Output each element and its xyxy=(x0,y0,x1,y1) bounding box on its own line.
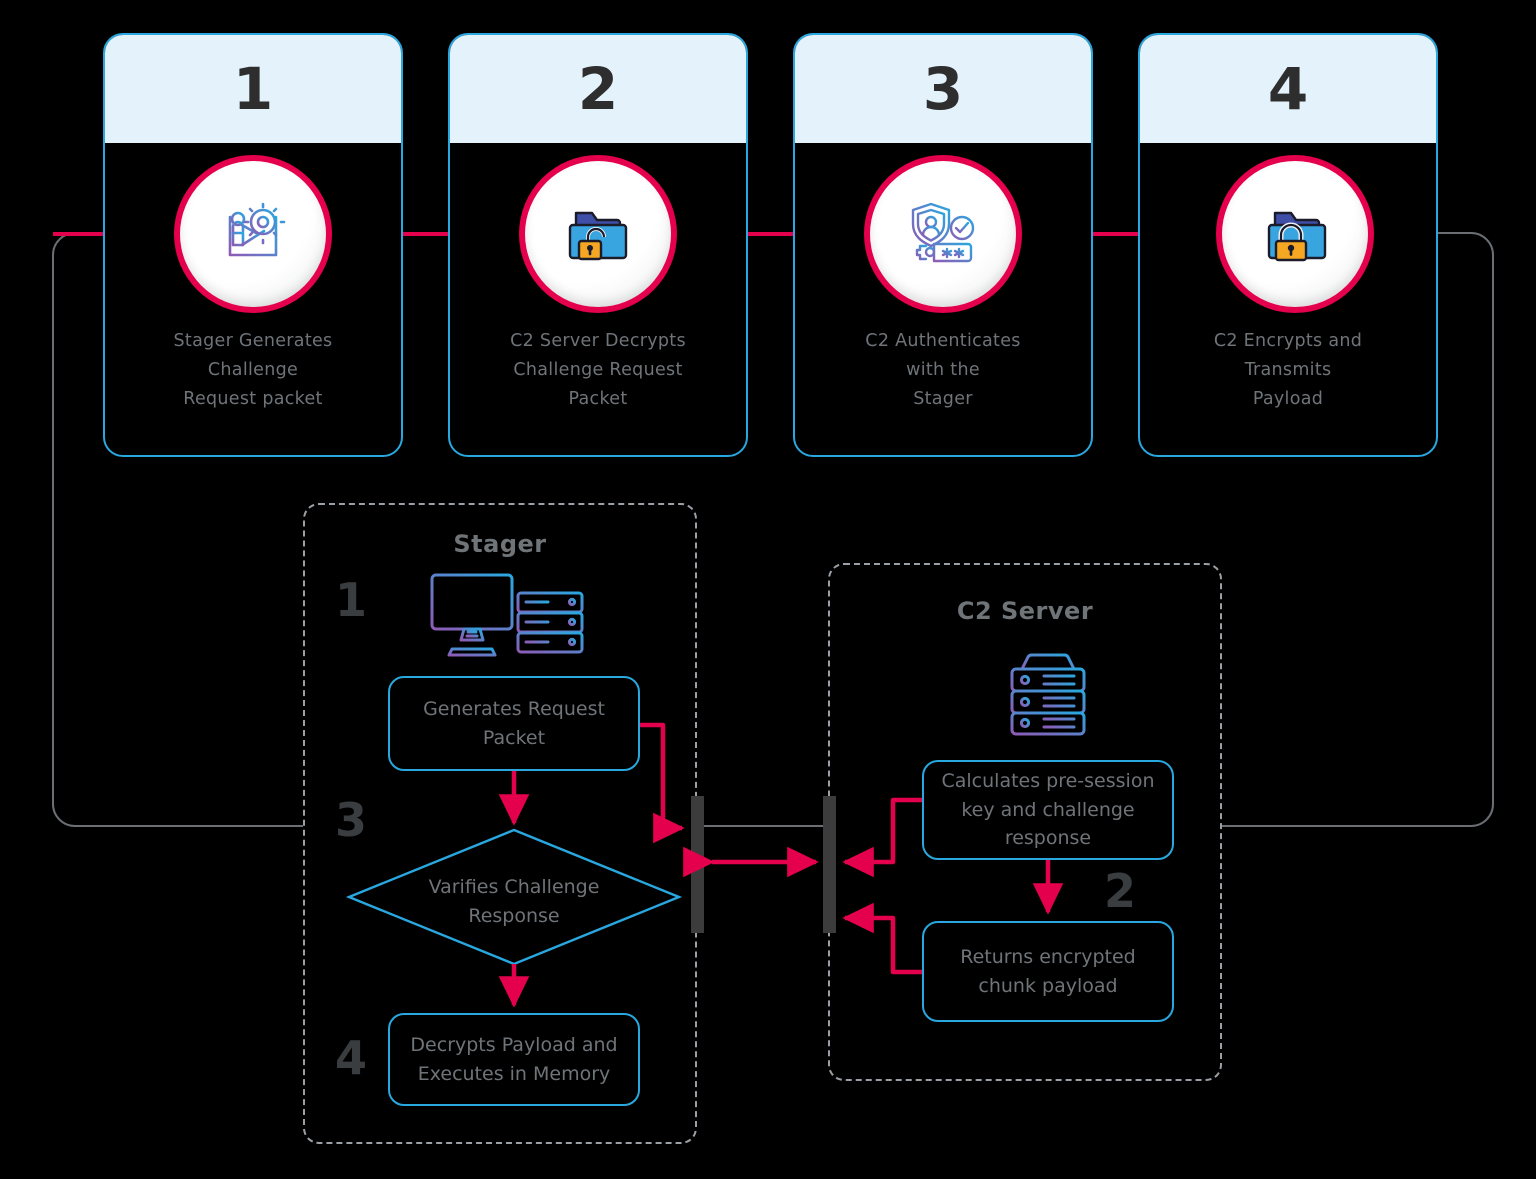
step-medallion-1 xyxy=(174,155,332,313)
step-card-3-number: 3 xyxy=(922,55,964,123)
folder-locked-icon xyxy=(1222,161,1368,307)
network-boundary-bar-left xyxy=(691,796,704,933)
stager-step-number-4: 4 xyxy=(335,1031,368,1085)
step-card-1-number: 1 xyxy=(232,55,274,123)
stager-step-number-1: 1 xyxy=(335,573,368,627)
step-card-3-label: C2 Authenticates with the Stager xyxy=(865,331,1021,410)
c2-server-panel-title: C2 Server xyxy=(956,597,1094,625)
c2-step-number-2: 2 xyxy=(1104,864,1137,918)
c2-node-returns-encrypted-chunk-payload[interactable]: Returns encrypted chunk payload xyxy=(922,921,1174,1022)
step-card-1-header: 1 xyxy=(105,35,401,143)
step-card-1-label: Stager Generates Challenge Request packe… xyxy=(173,331,333,410)
shield-user-password-icon xyxy=(870,161,1016,307)
step-card-3[interactable]: 3 C2 Authenticates with the Stager xyxy=(793,33,1093,457)
step-medallion-2 xyxy=(519,155,677,313)
arrow-returns-to-boundary xyxy=(842,902,922,975)
step-card-3-body: C2 Authenticates with the Stager xyxy=(795,143,1091,455)
stager-panel-title: Stager xyxy=(453,530,547,558)
step-medallion-3 xyxy=(864,155,1022,313)
network-boundary-bar-right xyxy=(823,796,836,933)
step-card-2-header: 2 xyxy=(450,35,746,143)
step-card-4-label: C2 Encrypts and Transmits Payload xyxy=(1213,331,1363,410)
step-card-1[interactable]: 1 Stager Generates Challenge Request pac… xyxy=(103,33,403,457)
folder-unlocked-icon xyxy=(525,161,671,307)
step-card-1-body: Stager Generates Challenge Request packe… xyxy=(105,143,401,455)
monitor-server-icon xyxy=(424,566,594,666)
arrow-calculates-to-boundary xyxy=(842,797,922,878)
arrow-request-packet-to-boundary xyxy=(640,722,685,844)
step-card-3-header: 3 xyxy=(795,35,1091,143)
step-card-2-label: C2 Server Decrypts Challenge Request Pac… xyxy=(510,331,686,410)
stager-node-generates-request-packet[interactable]: Generates Request Packet xyxy=(388,676,640,771)
step-card-2-number: 2 xyxy=(577,55,619,123)
step-card-2-body: C2 Server Decrypts Challenge Request Pac… xyxy=(450,143,746,455)
step-card-4-number: 4 xyxy=(1267,55,1309,123)
stager-decision-label: Varifies Challenge Response xyxy=(428,876,600,927)
person-gear-icon xyxy=(180,161,326,307)
stager-node-decrypts-payload[interactable]: Decrypts Payload and Executes in Memory xyxy=(388,1013,640,1106)
step-card-4-body: C2 Encrypts and Transmits Payload xyxy=(1140,143,1436,455)
step-medallion-4 xyxy=(1216,155,1374,313)
server-stack-icon xyxy=(1000,641,1096,741)
stager-step-number-3: 3 xyxy=(335,793,368,847)
c2-node-calculates-pre-session-key[interactable]: Calculates pre-session key and challenge… xyxy=(922,760,1174,860)
step-card-4-header: 4 xyxy=(1140,35,1436,143)
